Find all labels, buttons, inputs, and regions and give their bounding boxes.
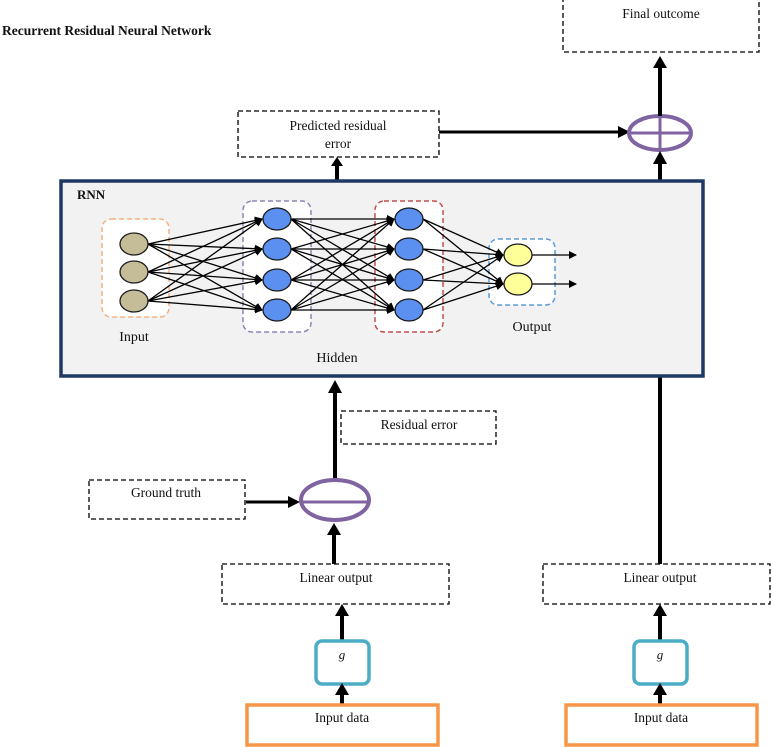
g-function-right-label: g <box>657 647 664 662</box>
final-outcome-box: Final outcome <box>562 0 760 53</box>
linear-output-left-box: Linear output <box>221 563 450 605</box>
connection-edge <box>422 254 504 311</box>
ground-truth-label: Ground truth <box>131 485 201 500</box>
arrowhead-icon <box>653 56 667 68</box>
arrowhead-icon <box>331 157 343 166</box>
g-function-left-box: g <box>314 639 371 686</box>
arrowhead-icon <box>653 151 667 164</box>
connection-edge <box>147 243 263 282</box>
g-function-left-label: g <box>339 647 346 662</box>
hidden-1-node <box>262 207 292 231</box>
residual-error-box: Residual error <box>340 410 497 445</box>
input-data-left-box: Input data <box>245 703 440 747</box>
input-data-right-label: Input data <box>634 710 688 725</box>
predicted-residual-error-label-line2: error <box>325 136 352 151</box>
final-outcome-label: Final outcome <box>622 6 700 21</box>
hidden-1-node <box>262 268 292 292</box>
connection-edge <box>147 300 263 314</box>
predicted-residual-error-box: Predicted residual error <box>237 110 440 158</box>
connection-edge <box>290 218 395 281</box>
output-layer-label: Output <box>513 320 552 335</box>
subtract-operator-icon <box>299 478 371 522</box>
input-data-right-box: Input data <box>564 703 759 747</box>
input-node <box>119 232 149 256</box>
connection-edge <box>422 218 504 256</box>
connection-edge <box>290 278 395 311</box>
input-node <box>119 260 149 284</box>
hidden-layer-1-group <box>242 200 312 333</box>
connection-edge <box>290 248 395 311</box>
arrowhead-icon <box>653 604 667 616</box>
input-layer-label: Input <box>119 330 149 345</box>
connection-edge <box>422 248 504 285</box>
hidden-2-node <box>394 207 424 231</box>
connection-edge <box>147 218 263 302</box>
input-data-left-label: Input data <box>315 710 369 725</box>
arrowhead-icon <box>335 604 349 616</box>
hidden-layer-2-group <box>374 200 444 333</box>
hidden-2-node <box>394 268 424 292</box>
hidden-2-node <box>394 237 424 261</box>
network-nodes <box>119 207 533 322</box>
linear-output-left-label: Linear output <box>299 570 372 585</box>
add-operator-icon <box>627 114 693 152</box>
linear-output-right-box: Linear output <box>542 563 771 605</box>
network-edges <box>147 215 577 314</box>
hidden-2-node <box>394 298 424 322</box>
connection-edge <box>147 243 263 253</box>
arrowhead-icon <box>327 523 341 535</box>
connection-edge <box>422 253 504 281</box>
arrowhead-icon <box>335 683 349 695</box>
output-node <box>503 243 533 267</box>
hidden-1-node <box>262 237 292 261</box>
connection-edge <box>422 248 504 259</box>
arrowhead-icon <box>328 380 342 393</box>
predicted-residual-error-label-line1: Predicted residual <box>289 118 386 133</box>
input-node <box>119 289 149 313</box>
connection-edge <box>147 218 263 273</box>
arrowhead-icon <box>618 126 630 138</box>
arrowhead-icon <box>288 496 300 508</box>
diagram-title: Recurrent Residual Neural Network <box>2 23 212 38</box>
connection-edge <box>147 271 263 284</box>
connection-edge <box>290 217 395 250</box>
connection-edge <box>422 282 504 311</box>
connection-edge <box>147 216 263 245</box>
g-function-right-box: g <box>632 639 689 686</box>
hidden-layer-label: Hidden <box>316 351 357 366</box>
residual-error-label: Residual error <box>381 417 458 432</box>
connection-edge <box>290 218 395 311</box>
rnn-title: RNN <box>77 187 106 202</box>
connection-edge <box>147 243 263 311</box>
ground-truth-box: Ground truth <box>88 479 246 520</box>
arrowhead-icon <box>653 683 667 695</box>
rnn-block: RNN Input Hidden Output <box>59 179 705 378</box>
hidden-1-node <box>262 298 292 322</box>
output-node <box>503 272 533 296</box>
connection-edge <box>147 248 263 302</box>
connection-edge <box>147 277 263 302</box>
linear-output-right-label: Linear output <box>623 570 696 585</box>
